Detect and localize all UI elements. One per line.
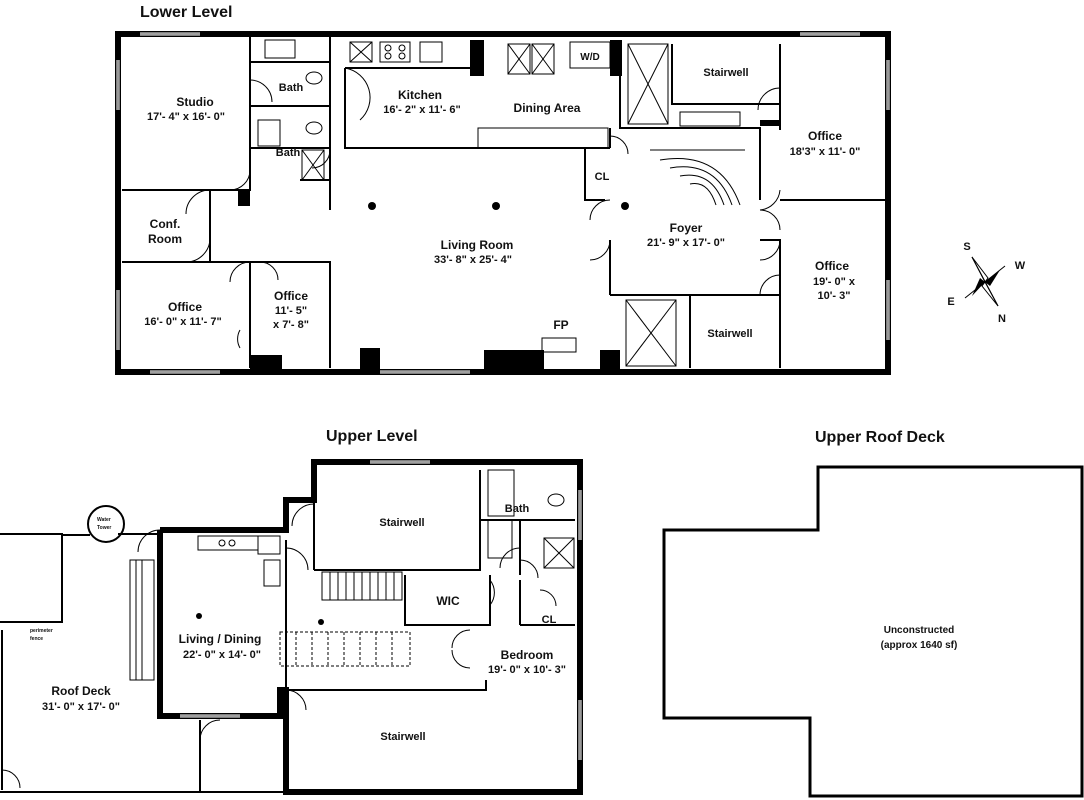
upper-stairwell-bottom-name: Stairwell [380, 731, 425, 743]
water-tower-line2: Tower [97, 525, 111, 531]
wd-label: W/D [580, 52, 599, 63]
perimeter-fence-line1: perimeter [30, 628, 53, 634]
lower-interior-walls [122, 34, 885, 368]
stairwell-bottom-name: Stairwell [707, 328, 752, 340]
dining-name: Dining Area [514, 101, 581, 115]
foyer-dims: 21'- 9" x 17'- 0" [647, 237, 725, 249]
compass-arrow-nw [985, 270, 1000, 286]
compass-s: S [963, 241, 970, 253]
unconstructed-label: Unconstructed [884, 625, 955, 636]
water-tower [87, 505, 125, 543]
wic-name: WIC [436, 594, 460, 608]
upper-level-title: Upper Level [326, 428, 418, 445]
living-dining-name: Living / Dining [179, 632, 262, 646]
foyer-name: Foyer [670, 221, 703, 235]
office-ne-name: Office [808, 129, 842, 143]
bath-1-name: Bath [279, 82, 304, 94]
upper-interior-walls [280, 470, 575, 691]
upper-stairwell-top-name: Stairwell [379, 517, 424, 529]
office-small-name: Office [274, 289, 308, 303]
upper-closet-name: CL [542, 614, 557, 626]
stairwell-top-name: Stairwell [703, 67, 748, 79]
lower-foyer-stair [650, 149, 745, 206]
studio-dims: 17'- 4" x 16'- 0" [147, 111, 225, 123]
upper-fixtures [197, 469, 575, 587]
upper-windows [180, 460, 582, 760]
lower-columns [368, 202, 629, 210]
lower-level-plan: Lower Level Studio 17'- 4" x 16'- 0" Bat… [115, 4, 891, 375]
roof-deck-title: Upper Roof Deck [815, 429, 945, 446]
lower-level-title: Lower Level [140, 4, 232, 21]
conf-room-name: Conf. [150, 217, 181, 231]
water-tower-line1: Water [97, 517, 111, 523]
office-se-dims: 19'- 0" x [813, 276, 856, 288]
lower-fixtures [257, 39, 741, 367]
unconstructed-area: (approx 1640 sf) [881, 640, 958, 651]
conf-room-name-2: Room [148, 232, 182, 246]
office-sw-name: Office [168, 300, 202, 314]
compass-rose: S W E N [947, 241, 1025, 325]
roof-deck-boundary [0, 533, 90, 536]
studio-name: Studio [176, 95, 213, 109]
kitchen-dims: 16'- 2" x 11'- 6" [383, 104, 460, 116]
lower-windows [116, 32, 890, 374]
office-small-dims-2: x 7'- 8" [273, 319, 309, 331]
office-se-dims-2: 10'- 3" [818, 290, 851, 302]
living-room-name: Living Room [441, 238, 514, 252]
kitchen-name: Kitchen [398, 88, 442, 102]
perimeter-fence-line2: fence [30, 636, 43, 642]
office-se-name: Office [815, 259, 849, 273]
compass-e: E [947, 296, 954, 308]
upper-level-plan: Upper Level Water Tower perimeter fence [0, 428, 583, 795]
upper-roof-deck-plan: Upper Roof Deck Unconstructed (approx 16… [662, 429, 1084, 798]
upper-exterior-wall [157, 459, 583, 795]
upper-stairs [279, 571, 411, 667]
office-sw-dims: 16'- 0" x 11'- 7" [144, 316, 221, 328]
bath-2-name: Bath [276, 147, 301, 159]
upper-bath-name: Bath [505, 503, 530, 515]
fireplace-label: FP [553, 318, 568, 332]
compass-n: N [998, 313, 1006, 325]
upper-doors [137, 503, 557, 711]
living-room-dims: 33'- 8" x 25'- 4" [434, 254, 512, 266]
closet-name: CL [595, 171, 610, 183]
compass-w: W [1015, 260, 1026, 272]
roof-deck-name: Roof Deck [51, 684, 111, 698]
lower-doors [185, 67, 781, 349]
office-ne-dims: 18'3" x 11'- 0" [790, 146, 861, 158]
office-small-dims: 11'- 5" [275, 305, 307, 317]
lower-structural-blocks [238, 40, 780, 370]
lower-exterior-wall [115, 31, 891, 375]
living-dining-dims: 22'- 0" x 14'- 0" [183, 649, 261, 661]
bedroom-dims: 19'- 0" x 10'- 3" [488, 664, 566, 676]
roof-deck-dims: 31'- 0" x 17'- 0" [42, 701, 120, 713]
bedroom-name: Bedroom [501, 648, 554, 662]
roof-deck-outline [662, 465, 1084, 798]
